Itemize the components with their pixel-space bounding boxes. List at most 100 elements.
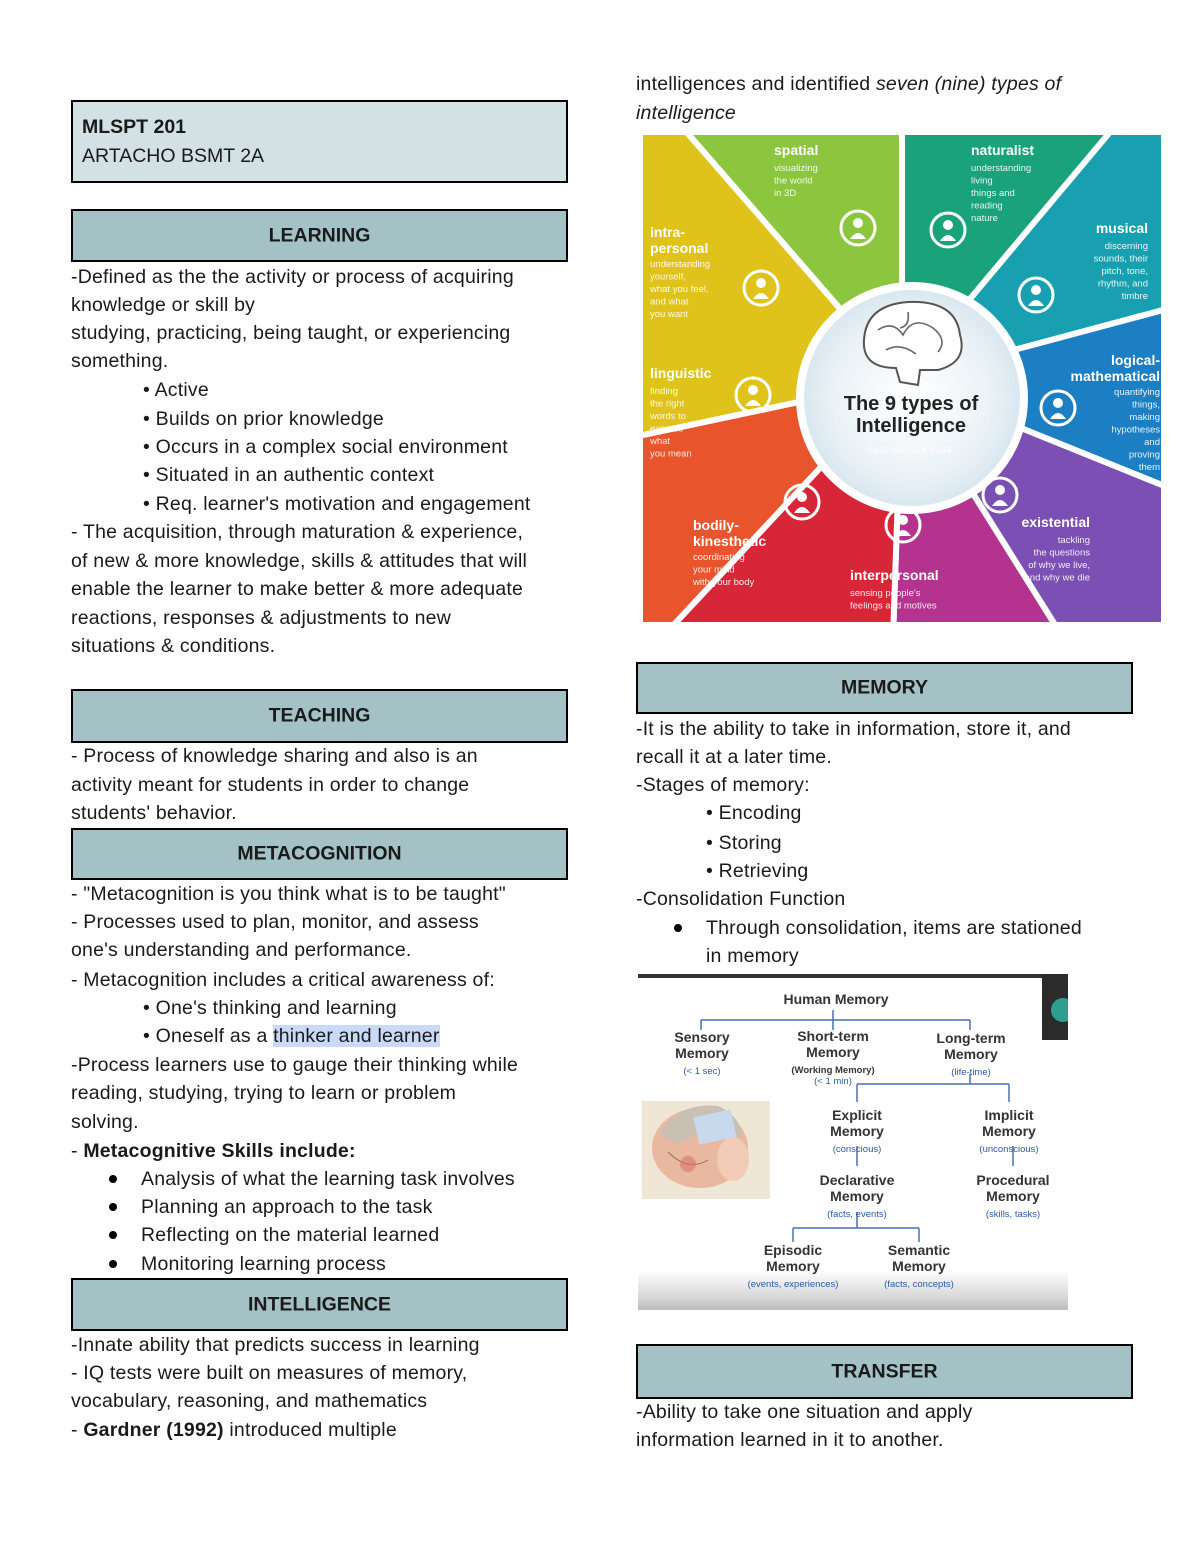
learning-line-6: of new & more knowledge, skills & attitu… — [71, 550, 528, 572]
segment-desc: quantifying — [1114, 387, 1160, 398]
person-icon — [929, 211, 967, 249]
bullet-dot — [109, 1203, 117, 1211]
diagram-node-label: Declarative — [820, 1172, 895, 1188]
meta-line-5: -Process learners use to gauge their thi… — [71, 1054, 519, 1076]
teaching-title: TEACHING — [268, 704, 371, 727]
diagram-node-label: Explicit — [832, 1107, 882, 1123]
meta-skill-2: Planning an approach to the task — [141, 1196, 433, 1218]
diagram-node-label: Memory — [806, 1044, 860, 1060]
learning-bullet-3: • Occurs in a complex social environment — [143, 436, 508, 458]
meta-bullet-2: • Oneself as a thinker and learner — [143, 1022, 440, 1051]
memory-stage-3: • Retrieving — [706, 860, 809, 882]
segment-desc: things, — [1132, 400, 1160, 411]
segment-desc: pitch, tone, — [1102, 266, 1148, 277]
diagram-node-label: (skills, tasks) — [986, 1209, 1040, 1220]
metacognition-header: METACOGNITION — [71, 828, 568, 880]
student-name: ARTACHO BSMT 2A — [82, 145, 265, 167]
segment-desc: in 3D — [774, 188, 796, 199]
segment-desc: with your body — [692, 577, 755, 588]
runner-icon — [783, 483, 821, 521]
learning-title: LEARNING — [268, 224, 371, 246]
diagram-node-label: Procedural — [976, 1172, 1049, 1188]
segment-desc: visualizing — [774, 163, 818, 174]
segment-desc: you want — [650, 309, 688, 320]
segment-desc: things and — [971, 188, 1015, 199]
diagram-node-label: Implicit — [984, 1107, 1033, 1123]
segment-label: spatial — [774, 142, 818, 158]
diagram-node-label: (facts, concepts) — [884, 1279, 954, 1290]
meditation-icon — [981, 476, 1019, 514]
memory-consolidation-bullet: Through consolidation, items are station… — [706, 917, 1082, 939]
segment-label: existential — [1022, 514, 1090, 530]
metacognition-title: METACOGNITION — [237, 842, 402, 865]
learning-line-2: knowledge or skill by — [71, 294, 256, 316]
infographic-author: ELIE ABOU ASSAF — [869, 446, 954, 455]
diagram-root: Human Memory — [783, 991, 888, 1007]
segment-desc: of why we live, — [1028, 560, 1090, 571]
intel-gardner-bold: Gardner (1992) — [83, 1419, 224, 1441]
diagram-node-label: (< 1 min) — [814, 1076, 852, 1087]
segment-desc: sensing people's — [850, 588, 921, 599]
intel-continued-2: intelligence — [636, 99, 736, 128]
segment-desc: your mind — [693, 565, 735, 576]
diagram-connectors — [700, 1010, 1014, 1242]
segment-label: bodily- — [693, 517, 739, 533]
meta-line-3: one's understanding and performance. — [71, 939, 412, 961]
bullet-dot — [109, 1231, 117, 1239]
teaching-line-3: students' behavior. — [71, 802, 237, 824]
diagram-node-label: Memory — [982, 1123, 1036, 1139]
memory-line-3: -Stages of memory: — [636, 774, 810, 796]
diagram-node-label: Short-term — [797, 1028, 869, 1044]
intel-gardner-prefix: - — [71, 1419, 84, 1441]
diagram-node-label: Semantic — [888, 1242, 950, 1258]
segment-label: intra- — [650, 224, 685, 240]
segment-desc: what — [649, 436, 670, 447]
transfer-line-1: -Ability to take one situation and apply — [636, 1401, 973, 1423]
segment-desc: making — [1129, 412, 1160, 423]
memory-consolidation-bullet-2: in memory — [706, 945, 799, 967]
bullet-dot — [109, 1175, 117, 1183]
segment-desc: rhythm, and — [1098, 279, 1148, 290]
learning-line-1: -Defined as the the activity or process … — [71, 266, 514, 288]
head-illustration — [642, 1101, 770, 1199]
speaker-icon — [734, 376, 772, 414]
memory-header: MEMORY — [636, 662, 1133, 714]
learning-line-4: something. — [71, 350, 169, 372]
segment-label-2: mathematical — [1071, 368, 1160, 384]
segment-desc: hypotheses — [1111, 425, 1160, 436]
segment-desc: words to — [649, 411, 686, 422]
diagram-node-label: (unconscious) — [979, 1144, 1038, 1155]
intel-gardner-rest: introduced multiple — [223, 1419, 397, 1441]
segment-desc: and — [1144, 437, 1160, 448]
self-icon — [742, 269, 780, 307]
segment-desc: reading — [971, 201, 1003, 212]
segment-desc: finding — [650, 386, 678, 397]
segment-desc: the questions — [1033, 548, 1090, 559]
segment-desc: yourself, — [650, 272, 686, 283]
video-thumbnail-circle — [1051, 998, 1068, 1022]
diagram-top-bar — [638, 974, 1068, 978]
bulb-icon — [839, 209, 877, 247]
memory-stage-1: • Encoding — [706, 802, 802, 824]
diagram-node-label: Memory — [944, 1046, 998, 1062]
intel-cont-italic: seven (nine) types of — [875, 73, 1062, 95]
meta-line-4: - Metacognition includes a critical awar… — [71, 969, 495, 991]
diagram-node-label: Memory — [830, 1188, 884, 1204]
learning-header: LEARNING — [71, 209, 568, 262]
segment-label: logical- — [1111, 352, 1160, 368]
learning-line-9: situations & conditions. — [71, 635, 276, 657]
course-title-box: MLSPT 201 ARTACHO BSMT 2A — [71, 100, 568, 183]
meta-line-2: - Processes used to plan, monitor, and a… — [71, 911, 479, 933]
segment-desc: the world — [774, 176, 813, 187]
segment-desc: you mean — [650, 449, 692, 460]
diagram-node-label: Memory — [986, 1188, 1040, 1204]
learning-bullet-5: • Req. learner's motivation and engageme… — [143, 493, 531, 515]
infographic-title-2: Intelligence — [856, 415, 966, 437]
memory-consolidation: -Consolidation Function — [636, 888, 846, 910]
segment-desc: understanding — [971, 163, 1031, 174]
meta-skills-prefix: - — [71, 1140, 84, 1162]
segment-label: naturalist — [971, 142, 1034, 158]
